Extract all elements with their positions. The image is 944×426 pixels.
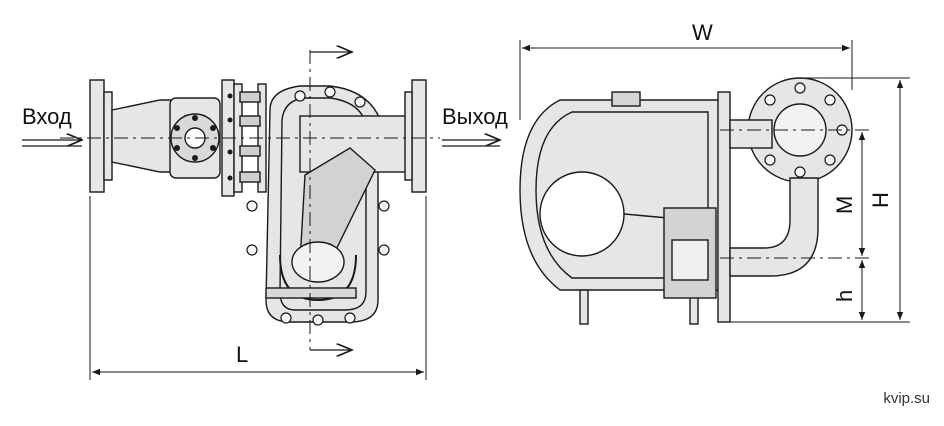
dim-h-label: h xyxy=(832,290,857,302)
inlet-label: Вход xyxy=(22,104,72,129)
side-flange xyxy=(717,91,731,323)
side-view xyxy=(519,77,853,325)
dimension-W xyxy=(519,40,853,120)
dimension-vertical xyxy=(730,77,910,323)
front-centerlines xyxy=(60,50,440,350)
watermark: kvip.su xyxy=(883,390,930,407)
outlet-label: Выход xyxy=(442,104,508,129)
dim-W-label: W xyxy=(692,20,713,45)
outlet-flange xyxy=(411,79,427,193)
dim-H-label: H xyxy=(868,192,893,208)
inlet-neck xyxy=(111,99,176,173)
dim-M-label: M xyxy=(832,196,857,214)
dim-L-label: L xyxy=(236,342,248,367)
dimension-L xyxy=(89,196,427,380)
front-view xyxy=(89,79,427,326)
side-centerlines xyxy=(720,129,870,259)
inlet-flange xyxy=(89,79,105,193)
side-return-pipe xyxy=(729,177,819,277)
flow-arrows xyxy=(22,52,500,350)
side-outlet-pipe xyxy=(729,119,773,149)
float-ball xyxy=(539,171,625,257)
